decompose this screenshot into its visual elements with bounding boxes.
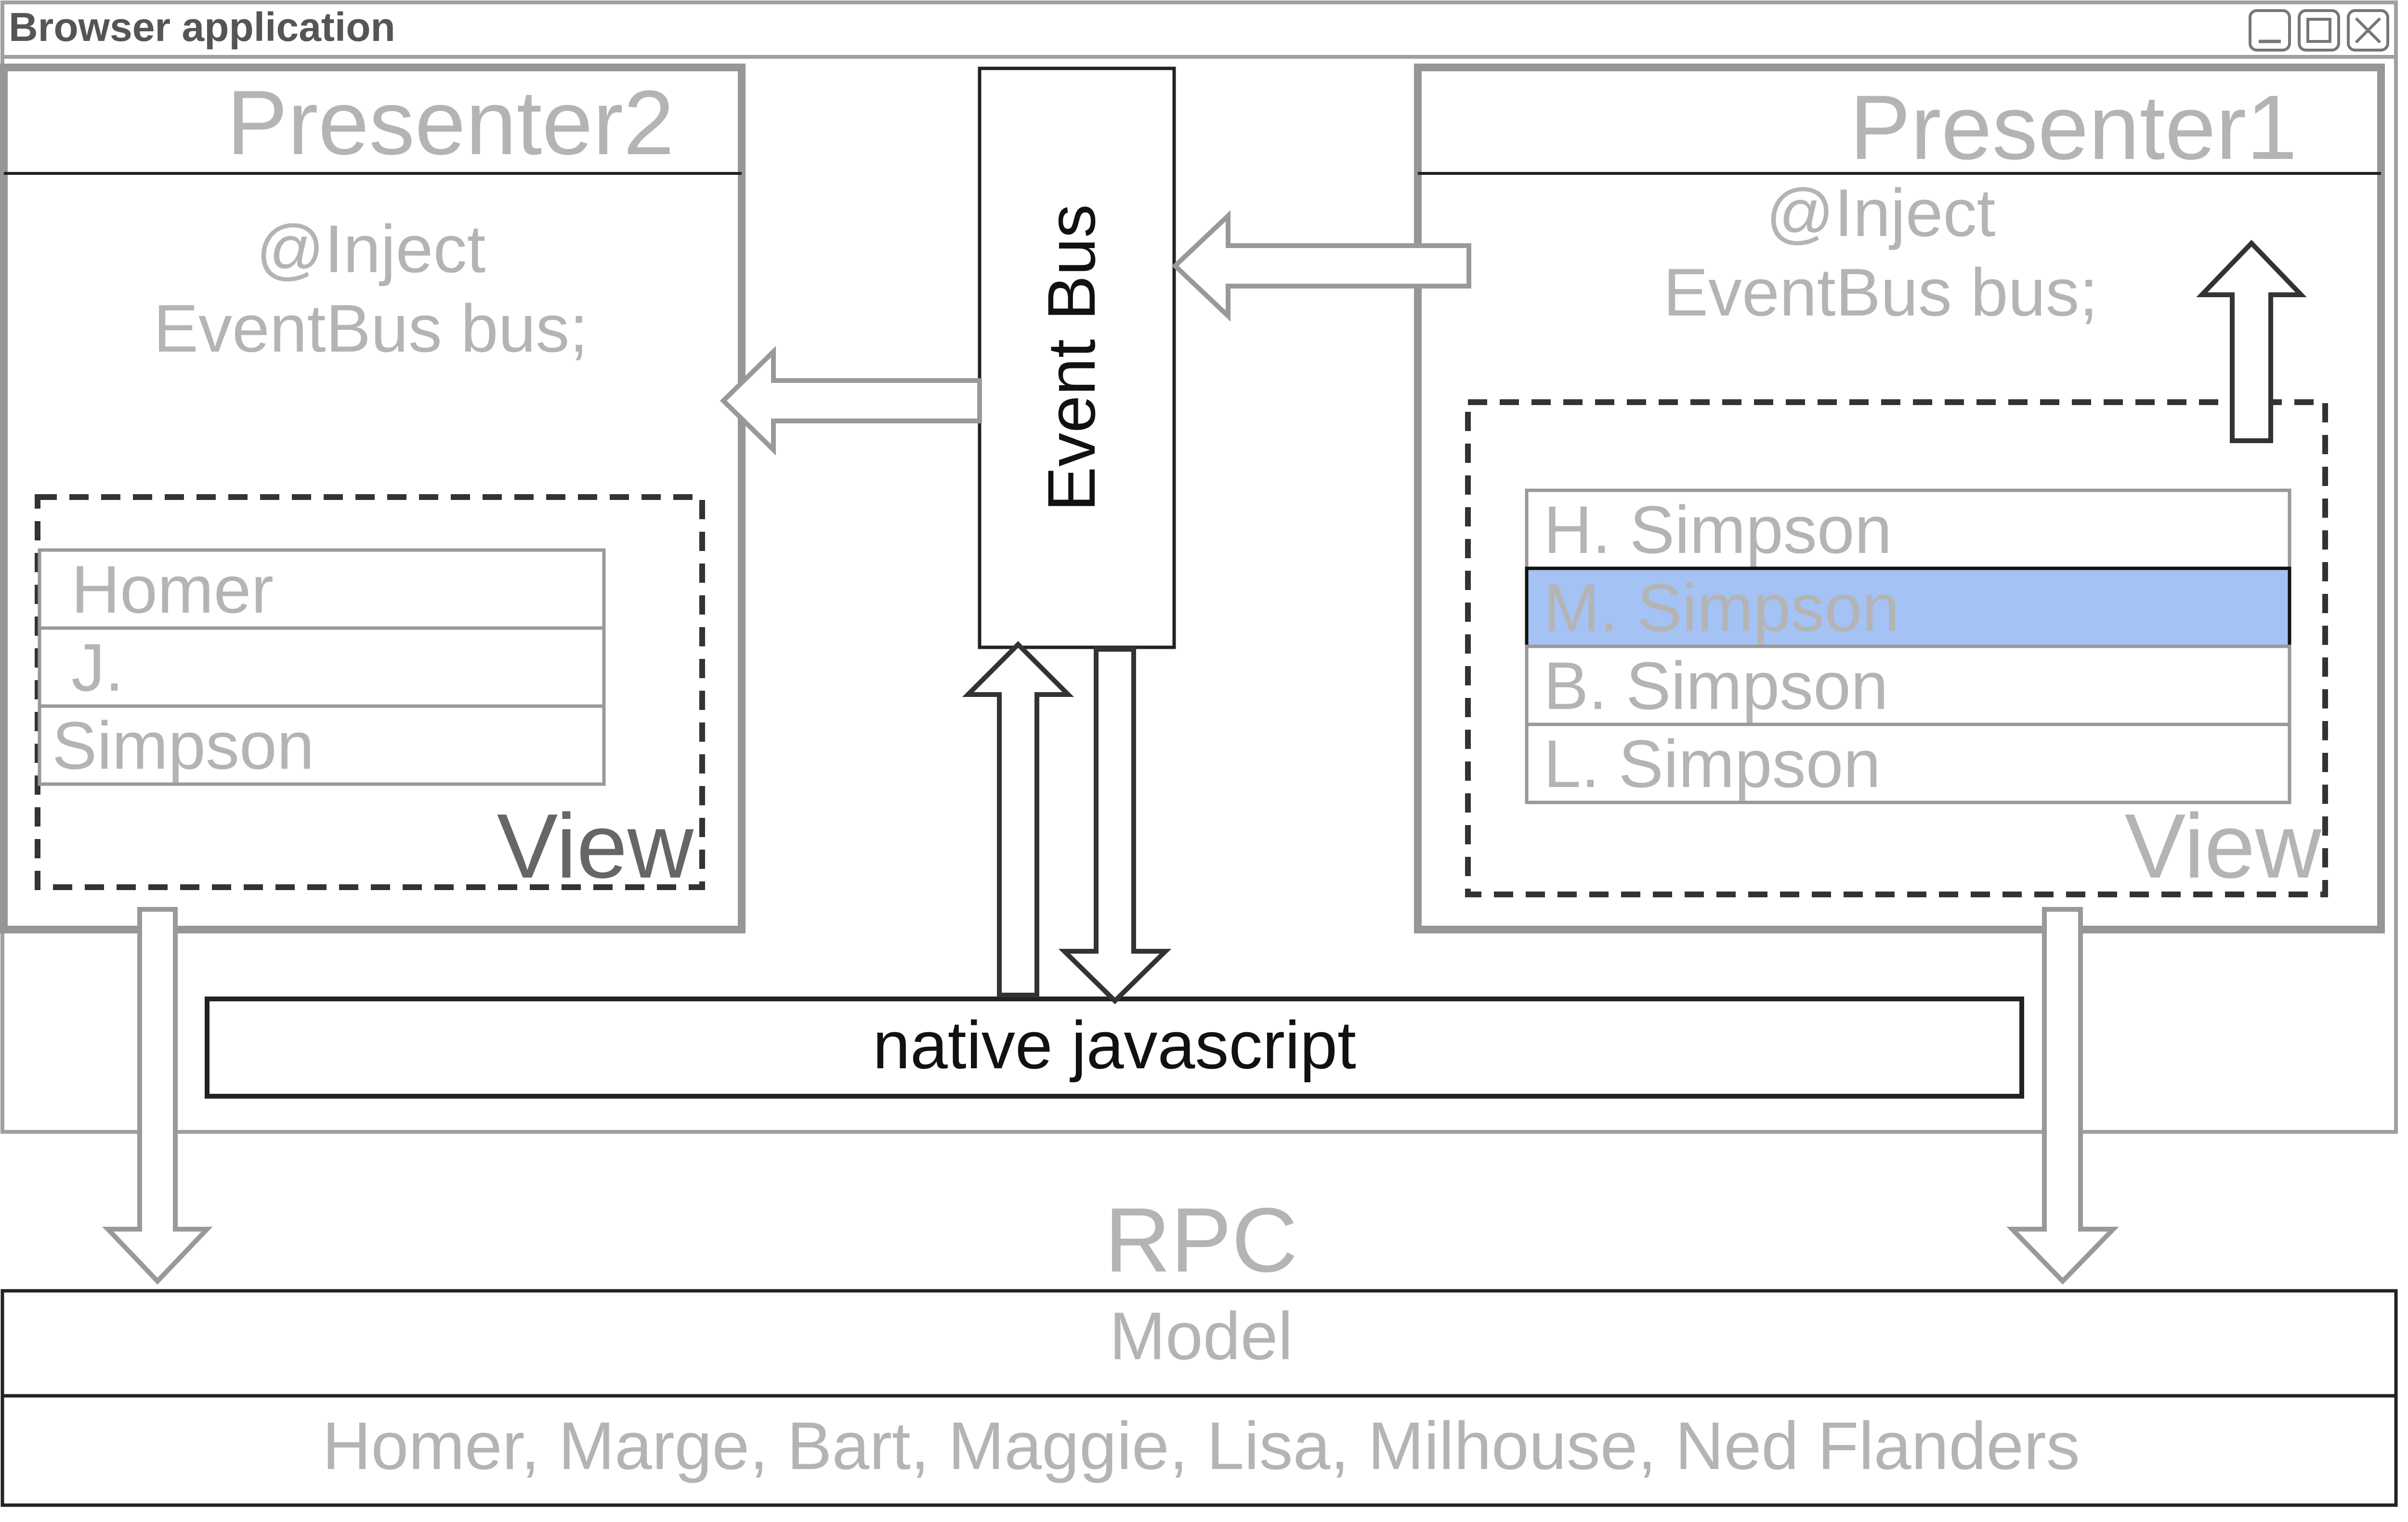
- native-javascript-label: native javascript: [873, 1007, 1356, 1083]
- presenter2-title: Presenter2: [227, 72, 674, 174]
- presenter2-view-label: View: [497, 795, 694, 897]
- list-item[interactable]: L. Simpson: [1525, 722, 2291, 804]
- presenter2-inject-line2: EventBus bus;: [154, 290, 589, 366]
- eventbus-to-presenter2-arrow: [720, 346, 982, 456]
- native-javascript: native javascript: [205, 997, 2024, 1099]
- maximize-icon[interactable]: [2298, 9, 2340, 52]
- presenter1-inject-line1: @Inject: [1766, 175, 1996, 250]
- presenter2-field-middle-name[interactable]: J.: [38, 626, 606, 708]
- presenter2-view-border: [35, 494, 705, 890]
- presenter1-inject-line2: EventBus bus;: [1663, 254, 2098, 330]
- presenter1-panel: Presenter1 @Inject EventBus bus; View H.…: [1414, 64, 2385, 933]
- field-text: Simpson: [52, 708, 314, 783]
- presenter1-title: Presenter1: [1850, 77, 2297, 179]
- presenter2-view: View Homer J. Simpson: [35, 494, 705, 897]
- presenter2-panel: Presenter2 @Inject EventBus bus; View Ho…: [0, 64, 746, 933]
- window-title: Browser application: [9, 4, 395, 50]
- model-panel: Model Homer, Marge, Bart, Maggie, Lisa, …: [0, 1289, 2398, 1507]
- eventbus-to-native-arrow: [1058, 647, 1172, 1005]
- presenter1-view-border: [1465, 399, 2328, 897]
- model-title: Model: [1109, 1298, 1293, 1374]
- presenter2-field-last-name[interactable]: Simpson: [38, 704, 606, 786]
- presenter2-to-model-arrow: [102, 907, 213, 1285]
- rpc-label: RPC: [1104, 1189, 1297, 1291]
- list-item[interactable]: B. Simpson: [1525, 644, 2291, 726]
- presenter1-view: View H. Simpson M. Simpson B. Simpson L.…: [1465, 399, 2328, 897]
- event-bus-box: [978, 66, 1176, 649]
- presenter2-field-first-name[interactable]: Homer: [38, 548, 606, 630]
- presenter1-view-up-arrow: [2196, 239, 2307, 443]
- event-bus-label: Event Bus: [1034, 204, 1109, 512]
- list-item-selected[interactable]: M. Simpson: [1525, 566, 2291, 648]
- list-item[interactable]: H. Simpson: [1525, 488, 2291, 570]
- field-text: J.: [71, 630, 124, 705]
- native-to-eventbus-arrow: [962, 641, 1074, 997]
- presenter2-inject-line1: @Inject: [256, 211, 486, 287]
- presenter1-to-eventbus-arrow: [1171, 210, 1471, 322]
- list-item-text: M. Simpson: [1544, 570, 1899, 645]
- minimize-icon[interactable]: [2249, 9, 2291, 52]
- presenter1-to-model-arrow: [2006, 907, 2119, 1285]
- model-content: Homer, Marge, Bart, Maggie, Lisa, Milhou…: [322, 1408, 2080, 1483]
- close-icon[interactable]: [2347, 9, 2389, 52]
- list-item-text: B. Simpson: [1544, 648, 1888, 723]
- presenter1-view-label: View: [2125, 795, 2322, 897]
- native-javascript-box: [205, 997, 2024, 1099]
- event-bus: Event Bus: [978, 66, 1176, 649]
- presenter1-list-box[interactable]: H. Simpson M. Simpson B. Simpson L. Simp…: [1525, 488, 2291, 804]
- field-text: Homer: [71, 551, 274, 627]
- model-frame: [0, 1289, 2398, 1507]
- list-item-text: L. Simpson: [1544, 726, 1881, 801]
- list-item-text: H. Simpson: [1544, 492, 1892, 567]
